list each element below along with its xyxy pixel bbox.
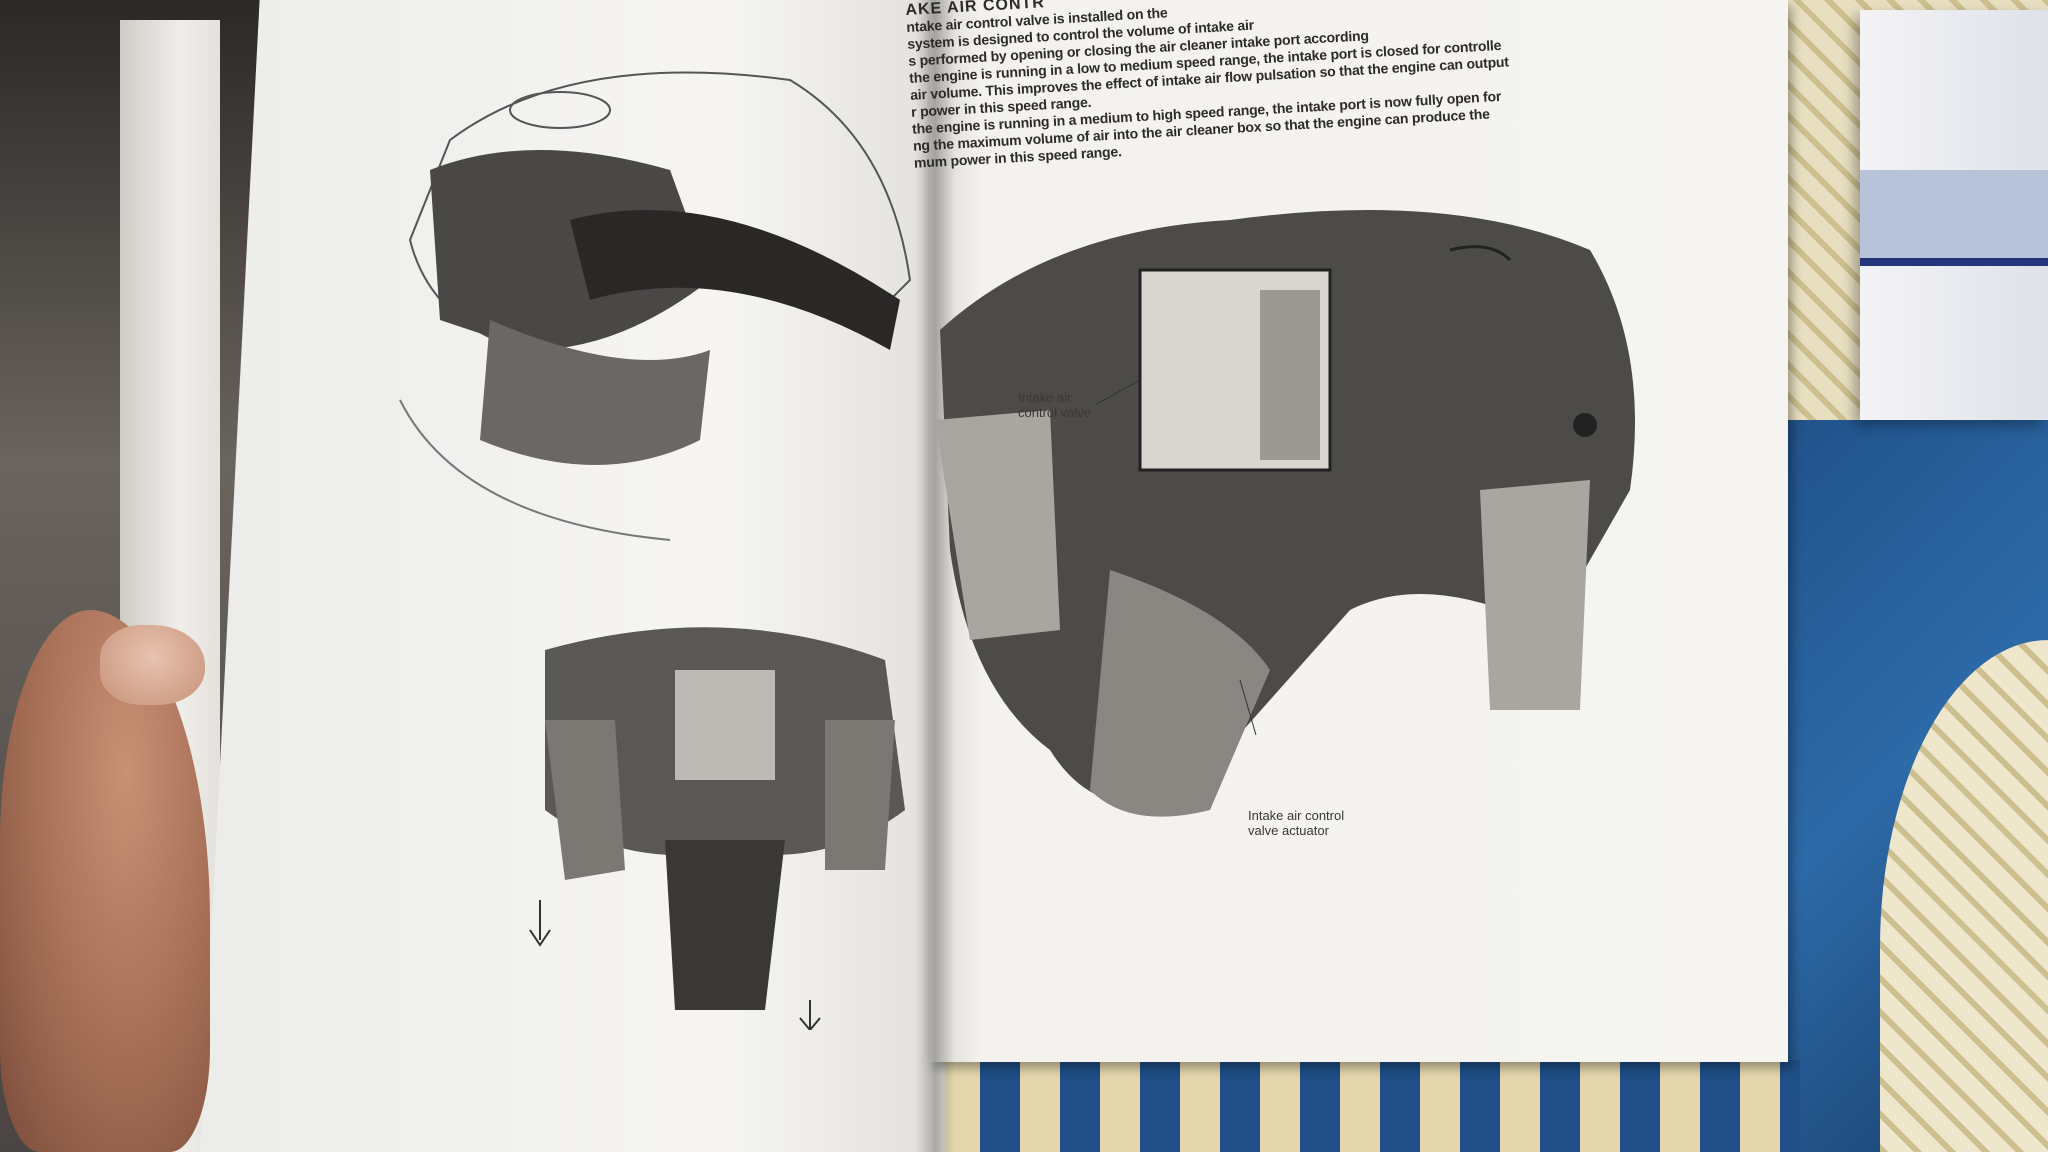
label-intake-air-control-valve: Intake air control valve: [1018, 390, 1091, 420]
label-intake-air-control-valve-actuator: Intake air control valve actuator: [1248, 808, 1345, 838]
side-book: [1860, 10, 2048, 420]
background-bottom-pattern: [900, 1060, 1800, 1152]
airbox-small-illustration: [529, 627, 905, 1030]
airbox-cutaway-illustration: [935, 210, 1635, 817]
thumb: [100, 625, 205, 705]
motorcycle-engine-illustration: [399, 71, 912, 541]
book-gutter: [915, 0, 955, 1152]
